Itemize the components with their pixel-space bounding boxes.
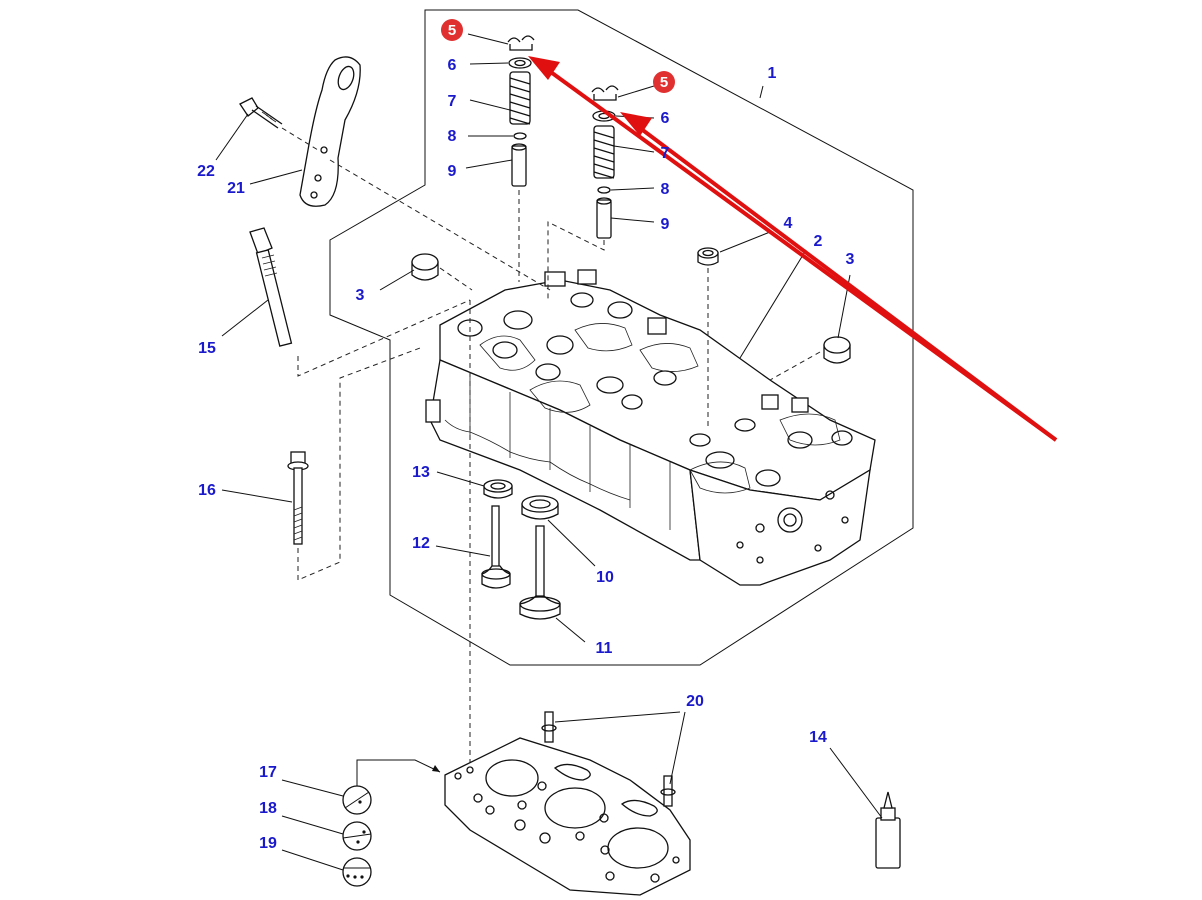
callout-17[interactable]: 17 (259, 764, 277, 781)
intake-valve (519, 525, 561, 620)
exhaust-valve (481, 505, 511, 589)
expansion-plug-left (411, 253, 439, 281)
highlight-badge-5-left (441, 19, 463, 41)
assembly-line-valve-right (547, 221, 605, 300)
assembly-line-plug-left (439, 267, 473, 291)
callout-9-left[interactable]: 9 (448, 163, 457, 180)
callout-15[interactable]: 15 (198, 340, 216, 357)
callout-4[interactable]: 4 (784, 215, 793, 232)
gasket-thickness-indicators (342, 759, 441, 887)
callout-7-right[interactable]: 7 (661, 145, 670, 162)
valve-train-left (507, 35, 535, 187)
head-bolt-flange (287, 451, 309, 545)
callout-11[interactable]: 11 (596, 640, 613, 657)
callout-labels: 1 2 3 3 4 6 6 7 7 8 8 9 9 10 11 12 13 14… (197, 57, 854, 852)
assembly-line-plug-right (769, 351, 821, 381)
highlight-arrows (528, 56, 1058, 442)
badge-label-5-left: 5 (448, 22, 456, 39)
head-bolt-long (249, 227, 293, 347)
callout-7-left[interactable]: 7 (448, 93, 457, 110)
callout-3-left[interactable]: 3 (356, 287, 365, 304)
callout-3-right[interactable]: 3 (846, 251, 855, 268)
callout-8-left[interactable]: 8 (448, 128, 457, 145)
callout-10[interactable]: 10 (596, 569, 614, 586)
bracket-bolt (239, 97, 283, 129)
callout-13[interactable]: 13 (412, 464, 430, 481)
callout-14[interactable]: 14 (809, 729, 827, 746)
badge-label-5-right: 5 (660, 74, 668, 91)
callout-6-left[interactable]: 6 (448, 57, 457, 74)
cylinder-head-gasket (444, 737, 691, 896)
callout-20[interactable]: 20 (686, 693, 704, 710)
callout-21[interactable]: 21 (227, 180, 245, 197)
expansion-plug-right (823, 336, 851, 364)
dowel-pin-upper (541, 711, 557, 743)
callout-1[interactable]: 1 (768, 65, 777, 82)
callout-16[interactable]: 16 (198, 482, 216, 499)
assembly-line-bolt-22 (281, 127, 319, 151)
callout-12[interactable]: 12 (412, 535, 430, 552)
cup-plug (697, 247, 719, 266)
callout-22[interactable]: 22 (197, 163, 215, 180)
valve-seat-insert (521, 495, 559, 520)
callout-9-right[interactable]: 9 (661, 216, 670, 233)
callout-19[interactable]: 19 (259, 835, 277, 852)
highlight-arrow-lower (638, 126, 1058, 442)
assembly-line-bracket (329, 159, 551, 291)
sealant-bottle (875, 791, 901, 869)
callout-8-right[interactable]: 8 (661, 181, 670, 198)
assembly-line-bolt-16 (297, 347, 421, 581)
callout-2[interactable]: 2 (814, 233, 823, 250)
valve-train-right (591, 85, 619, 239)
cylinder-head (425, 269, 876, 586)
callout-6-right[interactable]: 6 (661, 110, 670, 127)
valve-seal (483, 479, 513, 499)
cylinder-head-assembly-outline (329, 9, 914, 666)
lifting-bracket (299, 56, 361, 207)
callout-18[interactable]: 18 (259, 800, 277, 817)
highlight-badge-5-right (653, 71, 675, 93)
assembly-line-bolt-15 (297, 299, 471, 377)
dowel-pin-lower (660, 775, 676, 807)
